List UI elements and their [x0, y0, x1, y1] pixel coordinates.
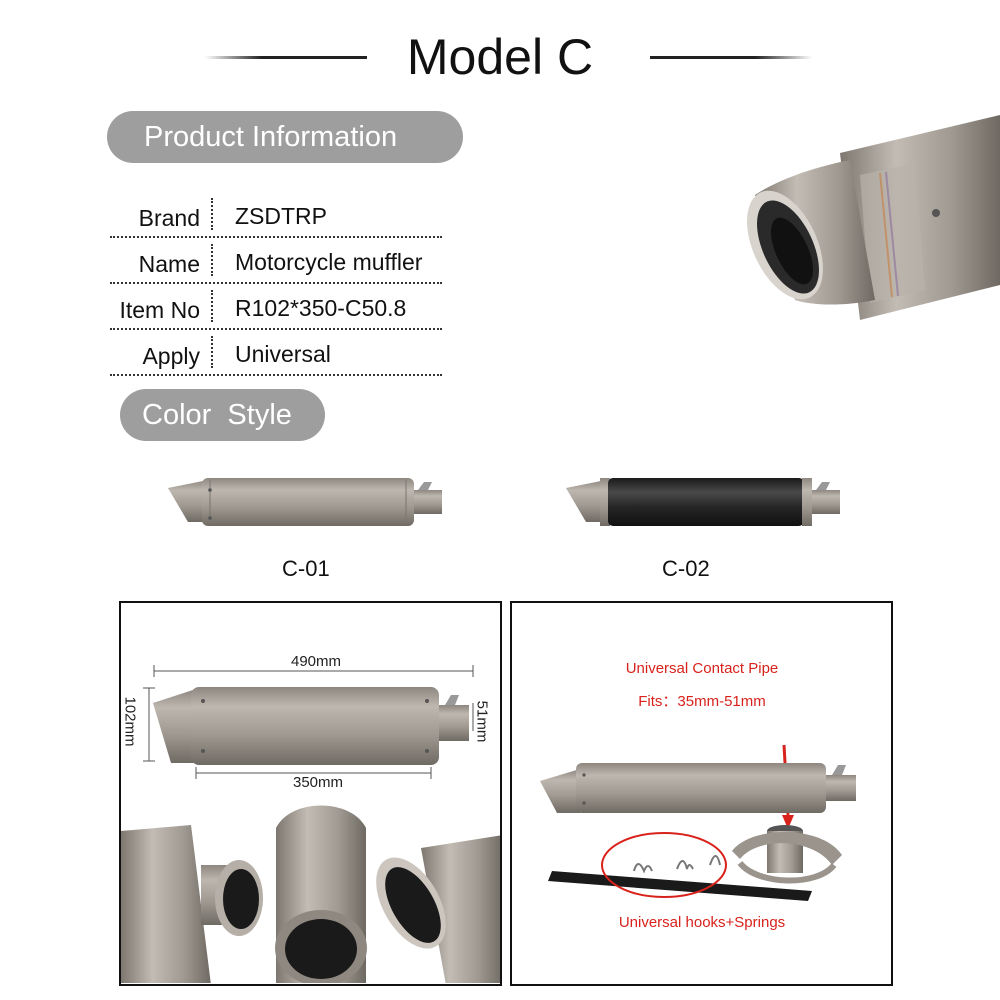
contact-pipe-title: Universal Contact Pipe [625, 660, 779, 677]
info-value-brand: ZSDTRP [235, 203, 327, 229]
info-label-name: Name [138, 251, 200, 277]
muffler-c01-image [168, 478, 442, 526]
variant-code-c02: C-02 [662, 556, 710, 581]
contact-pipe-fits: Fits：35mm-51mm [638, 693, 766, 710]
accessories-panel: Universal Contact Pipe Fits：35mm-51mm Un… [510, 601, 893, 986]
info-divider [211, 198, 213, 230]
info-value-name: Motorcycle muffler [235, 249, 423, 275]
info-row-brand: Brand ZSDTRP [110, 192, 442, 238]
info-divider [211, 336, 213, 368]
product-info-heading-text: Product Information [144, 120, 398, 153]
info-label-item-no: Item No [119, 297, 200, 323]
dimension-body-length: 350mm [293, 774, 344, 791]
product-info-table: Brand ZSDTRP Name Motorcycle muffler Ite… [110, 192, 442, 376]
product-info-heading: Product Information [107, 111, 463, 163]
info-value-item-no: R102*350-C50.8 [235, 295, 407, 321]
title-rule-right [650, 56, 812, 59]
muffler-c02-image [566, 478, 840, 526]
muffler-closeup-photo [747, 115, 1000, 320]
page-title: Model C [406, 29, 594, 85]
info-divider [211, 290, 213, 322]
dimension-body-diameter: 102mm [121, 696, 139, 747]
info-value-apply: Universal [235, 341, 331, 367]
info-divider [211, 244, 213, 276]
dimension-total-length: 490mm [291, 653, 342, 670]
dimension-inlet-diameter: 51mm [473, 700, 491, 743]
title-rule-left [205, 56, 367, 59]
variant-code-c01: C-01 [282, 556, 330, 581]
dimensions-drawing [121, 665, 500, 983]
info-row-name: Name Motorcycle muffler [110, 238, 442, 284]
dimensions-panel: 490mm 350mm 102mm 51mm [119, 601, 502, 986]
info-row-item-no: Item No R102*350-C50.8 [110, 284, 442, 330]
info-label-brand: Brand [138, 205, 200, 231]
info-label-apply: Apply [142, 343, 200, 369]
info-row-apply: Apply Universal [110, 330, 442, 376]
hooks-springs-label: Universal hooks+Springs [618, 914, 786, 931]
color-style-heading: Color Style [120, 389, 325, 441]
color-style-heading-text: Color Style [142, 398, 292, 431]
accessories-drawing [540, 744, 856, 901]
